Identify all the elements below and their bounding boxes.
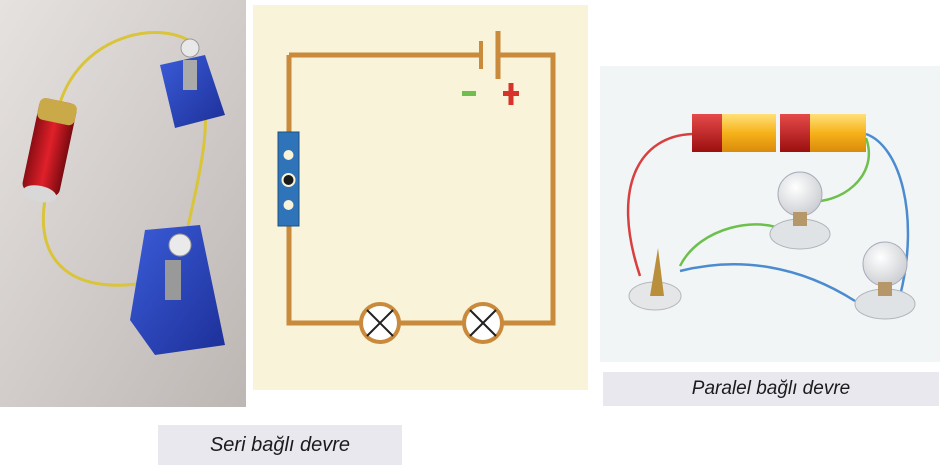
wire-red	[626, 132, 693, 277]
lamp-icon	[462, 302, 504, 344]
series-caption: Seri bağlı devre	[158, 425, 402, 465]
battery-pack	[692, 114, 866, 152]
bulb-holder-top	[160, 38, 225, 128]
bulb-icon	[769, 171, 831, 250]
plus-sign	[503, 83, 519, 105]
series-circuit-photo	[0, 0, 246, 407]
parallel-circuit-illustration	[600, 66, 940, 362]
parallel-caption: Paralel bağlı devre	[603, 372, 939, 406]
lamp-icon	[359, 302, 401, 344]
switch-icon	[628, 248, 682, 311]
bulb-holder-bottom	[130, 225, 225, 355]
switch-icon	[277, 131, 300, 227]
battery	[22, 98, 77, 203]
wire	[41, 199, 161, 287]
wire	[58, 31, 189, 104]
series-circuit-diagram	[253, 5, 588, 390]
circuit-wire	[286, 52, 556, 326]
battery-symbol	[479, 31, 501, 79]
minus-sign	[462, 91, 476, 96]
wire-blue	[679, 263, 856, 303]
bulb-icon	[854, 241, 916, 320]
